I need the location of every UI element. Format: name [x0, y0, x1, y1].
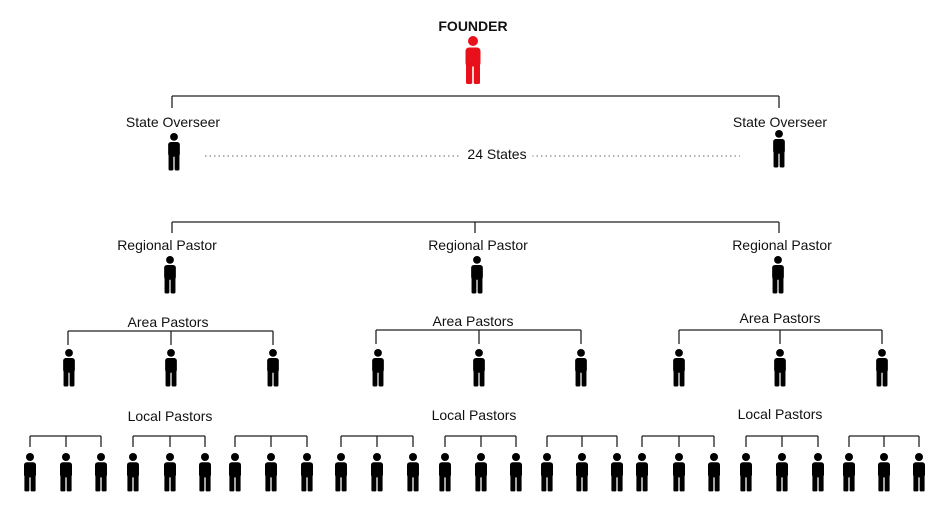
- local-pastor-icon-1: [24, 453, 36, 492]
- area-pastor-icon-6: [575, 349, 587, 387]
- area-pastor-icon-3: [267, 349, 279, 387]
- states-count-label: 24 States: [461, 146, 533, 162]
- local-pastor-icon-2: [60, 453, 72, 492]
- local-pastor-icon-18: [611, 453, 623, 492]
- area-pastor-icon-2: [165, 349, 177, 387]
- state-overseer-label-left: State Overseer: [125, 114, 221, 130]
- local-pastor-icon-10: [335, 453, 347, 492]
- state-overseer-label-right: State Overseer: [732, 114, 828, 130]
- local-pastors-label-2: Local Pastors: [431, 407, 517, 423]
- local-pastor-icon-20: [673, 453, 685, 492]
- local-pastors-label-1: Local Pastors: [127, 408, 213, 424]
- local-pastor-icon-25: [843, 453, 855, 492]
- local-pastor-icon-17: [576, 453, 588, 492]
- local-pastor-icon-14: [475, 453, 487, 492]
- regional-pastor-icon-3: [772, 256, 784, 294]
- state-overseer-icon-right: [773, 130, 785, 168]
- local-pastor-icon-23: [776, 453, 788, 492]
- regional-pastor-icon-1: [164, 256, 176, 294]
- regional-pastor-label-1: Regional Pastor: [117, 237, 217, 253]
- area-pastor-icon-5: [473, 349, 485, 387]
- local-pastor-icon-6: [199, 453, 211, 492]
- area-pastor-icon-8: [774, 349, 786, 387]
- local-pastor-icon-13: [439, 453, 451, 492]
- local-pastor-icon-12: [407, 453, 419, 492]
- local-pastor-icon-15: [510, 453, 522, 492]
- area-pastors-label-1: Area Pastors: [127, 314, 209, 330]
- founder-label: FOUNDER: [438, 18, 508, 34]
- area-pastor-icon-7: [673, 349, 685, 387]
- local-pastor-icon-8: [265, 453, 277, 492]
- local-pastor-icon-3: [95, 453, 107, 492]
- local-pastor-icon-19: [636, 453, 648, 492]
- local-pastor-icon-24: [812, 453, 824, 492]
- founder-icon: [465, 36, 481, 84]
- regional-pastor-label-3: Regional Pastor: [732, 237, 832, 253]
- local-pastor-icon-26: [878, 453, 890, 492]
- area-pastors-label-3: Area Pastors: [739, 310, 821, 326]
- local-pastor-icon-5: [164, 453, 176, 492]
- area-pastors-label-2: Area Pastors: [432, 313, 514, 329]
- regional-pastor-icon-2: [471, 256, 483, 294]
- local-pastor-icon-27: [913, 453, 925, 492]
- local-pastor-icon-7: [229, 453, 241, 492]
- local-pastor-icon-4: [127, 453, 139, 492]
- state-overseer-icon-left: [168, 133, 180, 171]
- local-pastor-icon-9: [301, 453, 313, 492]
- local-pastors-label-3: Local Pastors: [737, 406, 823, 422]
- local-pastor-icon-11: [371, 453, 383, 492]
- local-pastor-icon-21: [708, 453, 720, 492]
- area-pastor-icon-1: [63, 349, 75, 387]
- area-pastor-icon-9: [876, 349, 888, 387]
- regional-pastor-label-2: Regional Pastor: [428, 237, 528, 253]
- local-pastor-icon-16: [541, 453, 553, 492]
- area-pastor-icon-4: [372, 349, 384, 387]
- local-pastor-icon-22: [740, 453, 752, 492]
